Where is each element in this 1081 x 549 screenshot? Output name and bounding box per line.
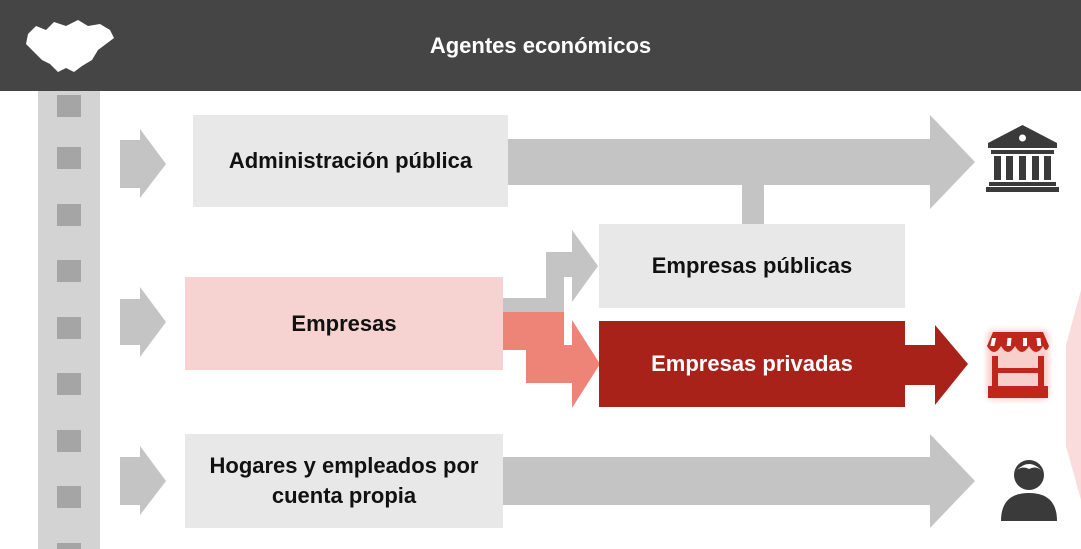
film-hole bbox=[57, 260, 81, 282]
film-hole bbox=[57, 486, 81, 508]
arrow-administracion bbox=[508, 115, 975, 209]
feeder-arrow-hogares bbox=[120, 446, 166, 515]
film-hole bbox=[57, 373, 81, 395]
header-bar bbox=[0, 0, 1081, 91]
arrow-empresas-privadas bbox=[500, 312, 600, 408]
box-hogares: Hogares y empleados por cuenta propia bbox=[185, 434, 503, 528]
film-hole bbox=[57, 204, 81, 226]
person-icon bbox=[1001, 460, 1057, 521]
region-map-icon bbox=[26, 20, 114, 72]
box-administracion-publica: Administración pública bbox=[193, 115, 508, 207]
film-strip bbox=[38, 91, 100, 549]
government-building-icon bbox=[986, 125, 1059, 192]
film-hole bbox=[57, 543, 81, 549]
arrow-empresas-publicas bbox=[500, 230, 598, 312]
film-hole bbox=[57, 430, 81, 452]
feeder-arrow-empresas bbox=[120, 287, 166, 357]
market-stall-icon bbox=[987, 330, 1049, 400]
arrow-hogares bbox=[503, 434, 975, 528]
arrow-privadas-stall bbox=[905, 325, 968, 405]
film-hole bbox=[57, 147, 81, 169]
film-hole bbox=[57, 317, 81, 339]
box-empresas-publicas: Empresas públicas bbox=[599, 224, 905, 308]
box-empresas-privadas: Empresas privadas bbox=[599, 321, 905, 407]
box-empresas: Empresas bbox=[185, 277, 503, 370]
highlight-beam bbox=[1066, 290, 1081, 500]
page-title: Agentes económicos bbox=[429, 32, 652, 58]
film-hole bbox=[57, 95, 81, 117]
link-administracion-empresas-publicas bbox=[742, 184, 764, 224]
feeder-arrow-administracion bbox=[120, 129, 166, 198]
